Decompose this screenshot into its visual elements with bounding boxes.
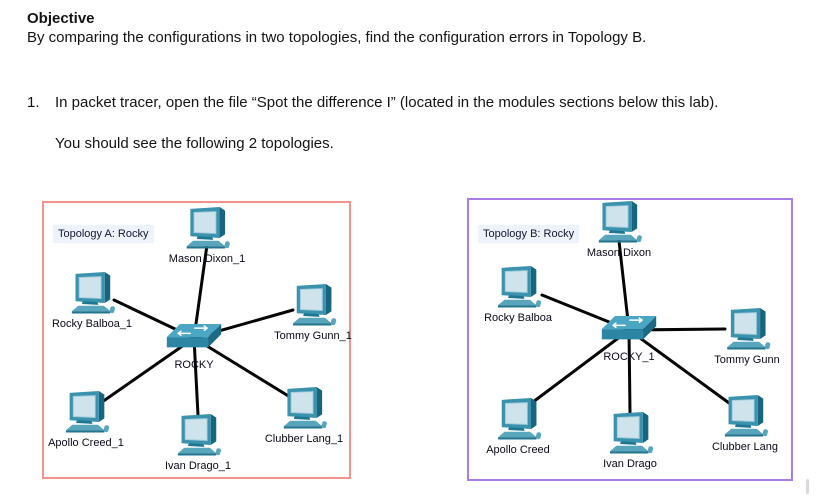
pc-apollo-creed: Apollo Creed bbox=[486, 398, 550, 456]
switch-rocky-1: ROCKY_1 bbox=[600, 315, 658, 363]
topology-b-title: Topology B: Rocky bbox=[478, 225, 580, 243]
device-label: Apollo Creed bbox=[486, 444, 550, 456]
device-label: Mason Dixon bbox=[586, 247, 652, 259]
objective-heading: Objective bbox=[27, 10, 95, 27]
pc-icon bbox=[493, 398, 543, 440]
pc-icon bbox=[720, 395, 770, 437]
step-1: 1. In packet tracer, open the file “Spot… bbox=[27, 94, 718, 111]
pc-icon bbox=[493, 266, 543, 308]
device-label: Tommy Gunn_1 bbox=[274, 330, 352, 342]
pc-mason-dixon: Mason Dixon bbox=[587, 201, 651, 259]
step-number: 1. bbox=[27, 94, 40, 111]
device-label: Mason Dixon_1 bbox=[168, 253, 246, 265]
topology-b-panel: Topology B: Rocky Mason Dixon Rocky Balb… bbox=[467, 198, 793, 481]
device-label: ROCKY_1 bbox=[603, 351, 655, 363]
device-label: Tommy Gunn bbox=[714, 354, 780, 366]
pc-tommy-gunn: Tommy Gunn bbox=[714, 308, 780, 366]
pc-ivan-drago-1: Ivan Drago_1 bbox=[165, 414, 231, 472]
pc-rocky-balboa: Rocky Balboa bbox=[484, 266, 552, 324]
switch-icon bbox=[600, 315, 658, 345]
device-label: Clubber Lang_1 bbox=[264, 433, 344, 445]
scrollbar-fragment[interactable] bbox=[806, 479, 809, 494]
step-followup-text: You should see the following 2 topologie… bbox=[55, 135, 334, 152]
pc-mason-dixon-1: Mason Dixon_1 bbox=[169, 207, 245, 265]
pc-icon bbox=[182, 207, 232, 249]
device-label: ROCKY bbox=[174, 359, 214, 371]
pc-icon bbox=[173, 414, 223, 456]
pc-apollo-creed-1: Apollo Creed_1 bbox=[48, 391, 124, 449]
topology-a-title: Topology A: Rocky bbox=[53, 225, 154, 243]
pc-icon bbox=[67, 272, 117, 314]
switch-icon bbox=[165, 323, 223, 353]
switch-rocky: ROCKY bbox=[165, 323, 223, 371]
step-text: In packet tracer, open the file “Spot th… bbox=[55, 94, 719, 111]
device-label: Ivan Drago_1 bbox=[164, 460, 232, 472]
pc-icon bbox=[605, 412, 655, 454]
pc-icon bbox=[594, 201, 644, 243]
topology-a-panel: Topology A: Rocky Mason Dixon_1 Rocky Ba… bbox=[42, 201, 352, 479]
device-label: Apollo Creed_1 bbox=[48, 437, 124, 449]
pc-rocky-balboa-1: Rocky Balboa_1 bbox=[52, 272, 132, 330]
objective-text: By comparing the configurations in two t… bbox=[27, 29, 647, 46]
device-label: Ivan Drago bbox=[603, 458, 657, 470]
pc-icon bbox=[279, 387, 329, 429]
topology-b-cables bbox=[527, 239, 731, 415]
pc-icon bbox=[61, 391, 111, 433]
device-label: Rocky Balboa_1 bbox=[51, 318, 133, 330]
pc-icon bbox=[288, 284, 338, 326]
pc-icon bbox=[722, 308, 772, 350]
pc-tommy-gunn-1: Tommy Gunn_1 bbox=[274, 284, 352, 342]
device-label: Clubber Lang bbox=[711, 441, 779, 453]
pc-clubber-lang-1: Clubber Lang_1 bbox=[265, 387, 343, 445]
pc-ivan-drago: Ivan Drago bbox=[603, 412, 657, 470]
device-label: Rocky Balboa bbox=[484, 312, 552, 324]
pc-clubber-lang: Clubber Lang bbox=[712, 395, 778, 453]
